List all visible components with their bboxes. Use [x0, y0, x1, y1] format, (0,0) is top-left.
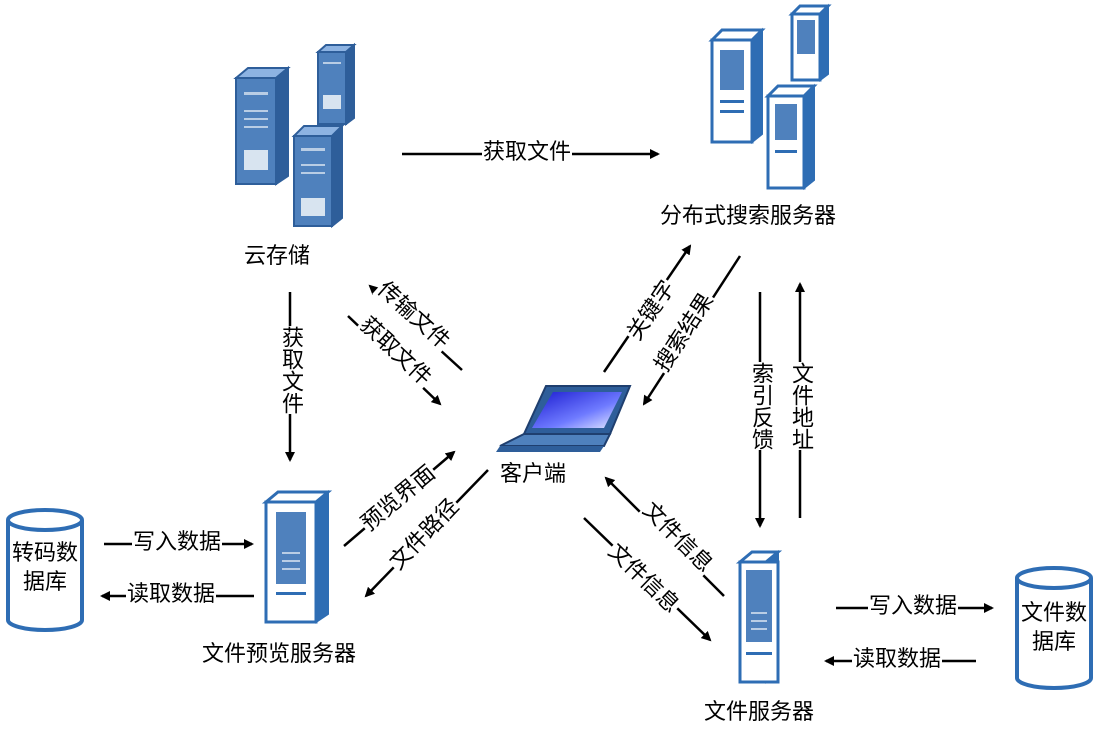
- cloud-storage-icon: [233, 42, 357, 229]
- edge-label-preview-to-transcode: 写入数据: [132, 530, 223, 555]
- edge-label-transcode-to-preview: 读取数据: [126, 582, 217, 607]
- preview-server-label: 文件预览服务器: [202, 642, 357, 667]
- transcode-database-label: 转码数 据库: [11, 541, 78, 595]
- file-server-label: 文件服务器: [704, 700, 815, 725]
- edge-label-cloud-to-search: 获取文件: [482, 140, 573, 165]
- file-database-label: 文件数 据库: [1020, 601, 1087, 655]
- search-server-icon: [708, 3, 832, 191]
- cloud-storage-label: 云存储: [244, 244, 311, 269]
- file-database-icon: [1015, 566, 1093, 690]
- file-server-icon: [735, 549, 783, 684]
- edge-label-cloud-to-preview: 获取文件: [278, 326, 303, 414]
- edge-label-filedb-to-fileserver: 读取数据: [852, 647, 943, 672]
- client-laptop-icon: [496, 385, 632, 452]
- preview-server-icon: [261, 489, 333, 624]
- edge-label-fileserver-to-filedb: 写入数据: [868, 594, 959, 619]
- client-label: 客户端: [500, 462, 567, 487]
- transcode-database-icon: [6, 508, 84, 632]
- edge-label-search-to-fileserver: 索引反馈: [748, 362, 773, 450]
- edge-label-fileserver-to-search: 文件地址: [788, 362, 813, 450]
- search-server-label: 分布式搜索服务器: [660, 204, 837, 229]
